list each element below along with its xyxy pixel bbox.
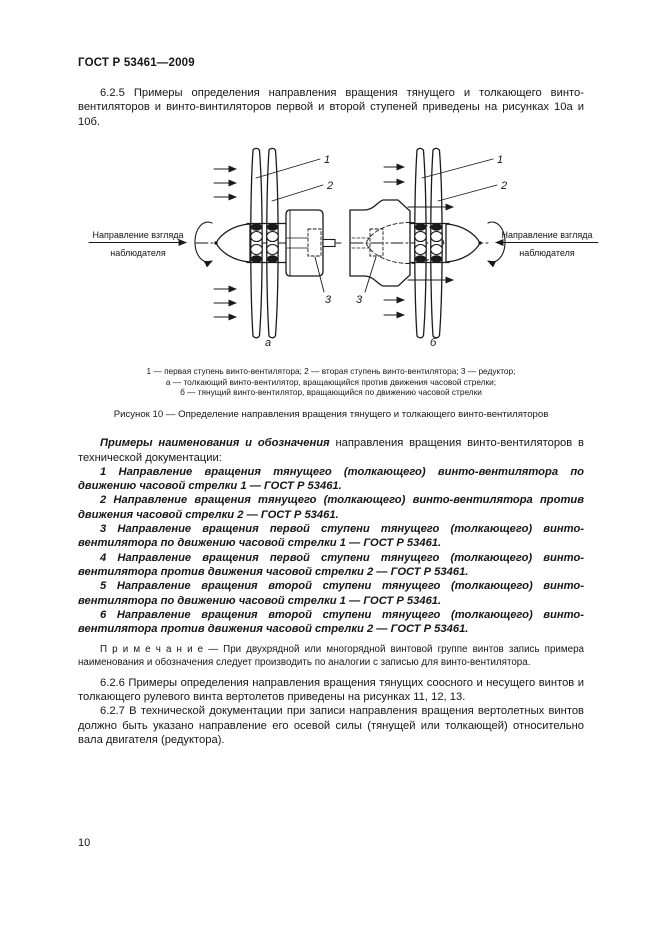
document-header: ГОСТ Р 53461—2009 (78, 57, 195, 69)
figure-notes: 1 — первая ступень винто-вентилятора; 2 … (78, 366, 584, 398)
output-shaft-a (322, 238, 336, 247)
page-number: 10 (78, 837, 91, 849)
page-body: 6.2.5 Примеры определения направления вр… (78, 86, 599, 747)
figure-note-line1: 1 — первая ступень винто-вентилятора; 2 … (146, 365, 516, 376)
note-paragraph: П р и м е ч а н и е — При двухрядной или… (78, 644, 584, 669)
callout-1-b: 1 (497, 154, 503, 166)
airflow-arrows-b (383, 163, 454, 319)
hidden-spinner-dashed-b (365, 221, 445, 264)
observer-direction-label-b2: наблюдателя (519, 248, 575, 258)
hub-blade-roots-b (414, 223, 443, 263)
gearbox-body-a (285, 209, 324, 277)
blade-stage1-b (414, 147, 427, 339)
figure-note-line3: б — тянущий винто-вентилятор, вращающийс… (180, 387, 482, 398)
examples-intro-lead: Примеры наименования и обозначения (100, 437, 330, 450)
note-text: — При двухрядной или многорядной винтово… (78, 644, 584, 669)
reducer-dashed-outline-b (369, 228, 384, 257)
observer-direction-label-a2: наблюдателя (110, 248, 166, 258)
propfan-rotation-diagram: Направление взгляда наблюдателя (88, 147, 599, 349)
diagram-b-letter: б (430, 337, 437, 349)
paragraph-6-2-6: 6.2.6 Примеры определения направления вр… (78, 676, 584, 703)
examples-intro-rest: направления вращения винто-вентиляторов … (78, 437, 584, 464)
example-item-3: 3 Направление вращения первой ступени тя… (78, 523, 584, 550)
rotation-arrow-ccw-icon (194, 221, 213, 268)
blade-stage2-a (266, 147, 279, 339)
figure-10: Направление взгляда наблюдателя (78, 145, 599, 421)
example-item-6: 6 Направление вращения второй ступени тя… (78, 608, 584, 636)
callout-2-b: 2 (500, 180, 507, 192)
blade-stage2-b (430, 147, 443, 339)
example-item-5: 5 Направление вращения второй ступени тя… (78, 580, 584, 607)
figure-note-line2: а — толкающий винто-вентилятор, вращающи… (165, 376, 497, 387)
hub-blade-roots-a (250, 223, 279, 263)
paragraph-6-2-7: 6.2.7 В технической документации при зап… (78, 705, 584, 746)
diagram-a-pusher-propfan: Направление взгляда наблюдателя (88, 147, 342, 349)
airflow-arrows-a (213, 165, 237, 321)
spinner-tip-a (214, 241, 218, 245)
example-item-1: 1 Направление вращения тянущего (толкающ… (78, 465, 584, 493)
paragraph-6-2-5: 6.2.5 Примеры определения направления вр… (78, 87, 584, 128)
blade-stage1-a (250, 147, 263, 339)
example-item-2: 2 Направление вращения тянущего (толкающ… (78, 494, 584, 521)
diagram-a-letter: а (265, 337, 271, 349)
examples-intro: Примеры наименования и обозначения напра… (78, 436, 584, 465)
callout-3-a: 3 (325, 294, 332, 306)
observer-direction-label-a: Направление взгляда (93, 230, 184, 240)
example-item-4: 4 Направление вращения первой ступени тя… (78, 551, 584, 578)
spinner-tip-b (478, 241, 482, 245)
observer-direction-label-b: Направление взгляда (502, 230, 593, 240)
figure-caption: Рисунок 10 — Определение направления вра… (113, 409, 549, 421)
callout-3-b: 3 (356, 294, 363, 306)
callout-1-a: 1 (324, 154, 330, 166)
spinner-cone-a (215, 223, 251, 263)
diagram-b-tractor-propfan: Направление взгляда наблюдателя 1 (349, 147, 599, 349)
spinner-cone-b (445, 223, 481, 263)
reducer-dashed-outline-a (307, 228, 322, 257)
note-label: П р и м е ч а н и е (100, 644, 204, 656)
callout-2-a: 2 (326, 180, 333, 192)
